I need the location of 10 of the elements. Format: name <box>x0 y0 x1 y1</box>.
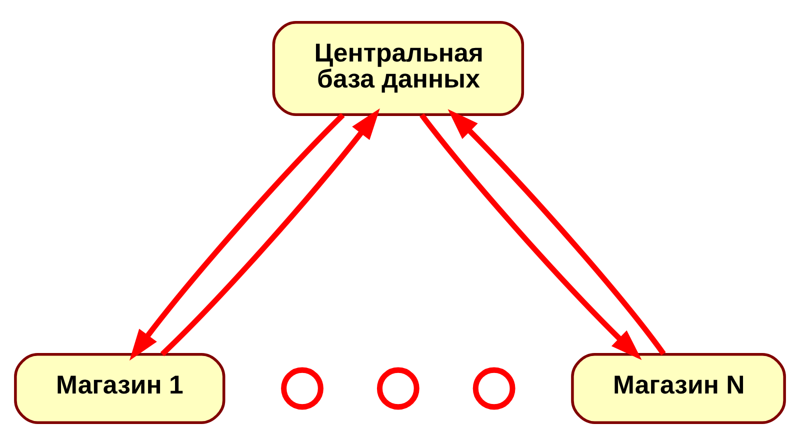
node-box: Магазин N <box>571 353 786 424</box>
node-box: Центральная база данных <box>272 21 524 116</box>
arrow <box>129 113 345 361</box>
node-circle <box>376 367 420 410</box>
arrow <box>420 113 642 360</box>
arrow <box>448 109 666 356</box>
node-circle <box>281 367 324 410</box>
arrow <box>160 108 380 356</box>
node-circle <box>472 367 516 410</box>
node-box: Магазин 1 <box>14 353 226 424</box>
